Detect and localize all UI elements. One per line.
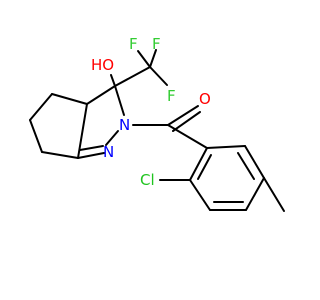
- bond-benzene: [244, 145, 265, 179]
- bond-c3-cf3: [114, 66, 151, 87]
- fluorine-label-3: F: [167, 87, 176, 105]
- bond-pyrazoline: [86, 85, 116, 105]
- bond-n2-n1: [105, 130, 119, 146]
- molecule-structure: HO F F F O N N Cl: [29, 35, 285, 212]
- fluorine-label-1: F: [129, 35, 138, 53]
- bond-co-double-b: [172, 111, 201, 132]
- fluorine-label-2: F: [152, 35, 161, 53]
- bond-cyclohexane: [51, 93, 88, 105]
- bond-c-n-double-b: [79, 145, 104, 151]
- bond-cyclohexane: [29, 93, 53, 121]
- bond-benzene-double: [237, 152, 255, 180]
- bond-c-n-double-a: [77, 152, 105, 159]
- bond-benzene: [245, 177, 265, 211]
- carbonyl-oxygen-label: O: [199, 90, 211, 108]
- bond-carbonyl-aryl: [167, 124, 208, 149]
- hydroxyl-label: HO: [91, 56, 114, 74]
- bond-benzene: [189, 179, 211, 211]
- bond-ring-fusion: [77, 103, 88, 159]
- nitrogen-label-n1: N: [103, 143, 114, 161]
- molecule-canvas: HO F F F O N N Cl: [29, 35, 285, 212]
- chlorine-label: Cl: [140, 171, 155, 189]
- bond-cf-3: [149, 66, 168, 86]
- bond-benzene: [189, 147, 208, 181]
- bond-cyclohexane: [41, 151, 79, 159]
- bond-cyclohexane: [29, 119, 43, 153]
- bond-c3-oh: [110, 74, 116, 87]
- bond-co-double-a: [167, 105, 199, 126]
- nitrogen-label-n2: N: [119, 116, 130, 134]
- bond-cf-1: [137, 50, 151, 68]
- bond-cf-2: [149, 49, 157, 68]
- bond-c-methyl: [263, 177, 285, 212]
- bond-benzene: [206, 145, 246, 149]
- bond-benzene-double: [197, 154, 212, 180]
- bond-c3-n2: [114, 85, 125, 116]
